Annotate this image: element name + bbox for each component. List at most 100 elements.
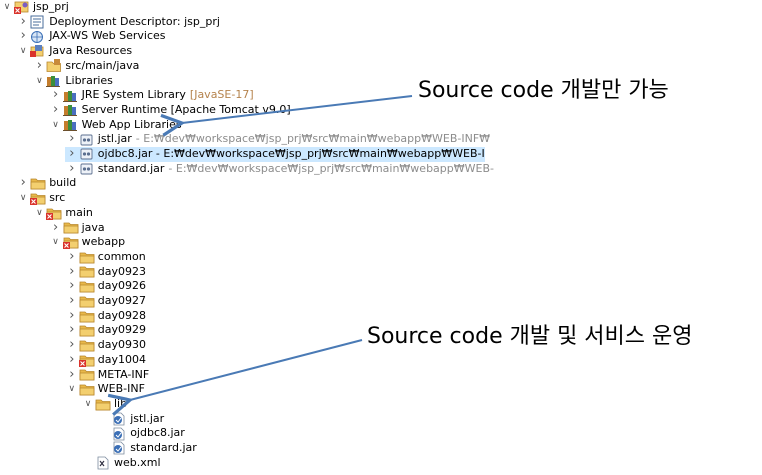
tree-item[interactable]: ›ojdbc8.jar - E:₩dev₩workspace₩jsp_prj₩s… — [64, 146, 485, 162]
expanded-chevron-icon[interactable]: ∨ — [19, 193, 27, 204]
jar-file-icon — [111, 412, 127, 426]
tree-item[interactable]: ojdbc8.jar — [97, 426, 185, 441]
expanded-chevron-icon[interactable]: ∨ — [3, 2, 11, 12]
tree-item[interactable]: › day0930 — [65, 337, 147, 353]
collapsed-chevron-icon[interactable]: › — [20, 28, 26, 44]
tree-item[interactable]: › JRE System Library[JavaSE-17] — [49, 87, 254, 103]
collapsed-chevron-icon[interactable]: › — [69, 293, 75, 308]
folder-icon — [79, 280, 95, 294]
folder-icon — [79, 309, 95, 323]
tree-item-label: Libraries — [65, 73, 113, 87]
tree-item-label: jstl.jar — [130, 411, 165, 425]
collapsed-chevron-icon[interactable]: › — [69, 278, 75, 294]
expanded-chevron-icon[interactable]: ∨ — [19, 46, 27, 57]
tree-item[interactable]: › Server Runtime [Apache Tomcat v9.0] — [49, 101, 291, 118]
web-services-icon — [30, 30, 46, 44]
tree-item[interactable]: web.xml — [81, 456, 161, 471]
tree-item[interactable]: ∨ Libraries — [32, 74, 113, 89]
collapsed-chevron-icon[interactable]: › — [52, 101, 59, 117]
collapsed-chevron-icon[interactable]: › — [69, 322, 75, 338]
tree-item-decoration: [JavaSE-17] — [189, 88, 254, 102]
twisty-spacer — [97, 427, 111, 441]
tree-item[interactable]: ∨ main — [32, 205, 93, 221]
tree-item[interactable]: jstl.jar — [97, 412, 164, 427]
tree-item[interactable]: › day0926 — [65, 278, 146, 294]
tree-item[interactable]: ∨ jsp_prj — [0, 0, 69, 15]
jar-icon — [79, 133, 95, 147]
tree-item-label: jstl.jar — [97, 132, 132, 146]
tree-item-label: JAX-WS Web Services — [49, 29, 166, 43]
tree-item[interactable]: ∨Java Resources — [16, 44, 132, 59]
collapsed-chevron-icon[interactable]: › — [52, 87, 59, 103]
tree-item[interactable]: › jstl.jar- E:₩dev₩workspace₩jsp_prj₩src₩… — [65, 131, 491, 147]
tree-item[interactable]: › day0923 — [65, 263, 147, 280]
expanded-chevron-icon[interactable]: ∨ — [36, 75, 43, 86]
collapsed-chevron-icon[interactable]: › — [36, 57, 42, 73]
folder-icon — [95, 397, 111, 411]
tree-item[interactable]: ∨ WEB-INF — [65, 382, 145, 397]
project-icon — [14, 0, 30, 15]
tree-item-decoration: - E:₩dev₩workspace₩jsp_prj₩src₩main₩weba… — [168, 161, 494, 175]
tree-item[interactable]: ∨ src — [16, 191, 65, 206]
tree-item[interactable]: ∨Web App Libraries — [49, 118, 182, 133]
annotation-bottom: Source code 개발 및 서비스 운영 — [367, 324, 693, 349]
tree-item[interactable]: › day1004 — [65, 351, 147, 368]
collapsed-chevron-icon[interactable]: › — [69, 248, 75, 264]
expanded-chevron-icon[interactable]: ∨ — [52, 237, 59, 248]
folder-icon — [79, 265, 95, 279]
tree-item[interactable]: › META-INF — [65, 366, 149, 383]
tree-item[interactable]: › JAX-WS Web Services — [16, 28, 166, 44]
collapsed-chevron-icon[interactable]: › — [20, 13, 26, 29]
tree-item-label: JRE System Library — [81, 88, 186, 102]
collapsed-chevron-icon[interactable]: › — [69, 263, 75, 279]
deployment-descriptor-icon — [30, 15, 46, 29]
tree-item-label: standard.jar — [130, 441, 197, 454]
expanded-chevron-icon[interactable]: ∨ — [52, 119, 59, 130]
java-resources-icon — [30, 44, 46, 58]
folder-icon — [79, 294, 95, 308]
tree-item-label: WEB-INF — [97, 382, 145, 396]
error-folder-icon — [78, 353, 95, 367]
collapsed-chevron-icon[interactable]: › — [52, 219, 59, 235]
tree-item-label: day1004 — [97, 352, 147, 366]
tree-item-label: jsp_prj — [33, 0, 69, 13]
tree-item[interactable]: › day0928 — [65, 307, 146, 324]
tree-item[interactable]: standard.jar — [97, 441, 197, 456]
collapsed-chevron-icon[interactable]: › — [69, 366, 75, 382]
expanded-chevron-icon[interactable]: ∨ — [36, 207, 43, 218]
jar-file-icon — [111, 427, 127, 441]
collapsed-chevron-icon[interactable]: › — [69, 351, 75, 367]
tree-item-label: src/main/java — [65, 58, 140, 72]
tree-item[interactable]: ∨ webapp — [49, 235, 125, 250]
expanded-chevron-icon[interactable]: ∨ — [84, 398, 92, 409]
tree-item[interactable]: › build — [16, 175, 77, 191]
tree-item[interactable]: ›standard.jar- E:₩dev₩workspace₩jsp_prj₩… — [65, 160, 494, 177]
tree-item-label: day0930 — [97, 338, 147, 352]
tree-item[interactable]: › day0929 — [65, 323, 146, 338]
tree-item-label: day0927 — [97, 294, 147, 307]
tree-item-decoration: - E:₩dev₩workspace₩jsp_prj₩src₩main₩weba… — [135, 132, 491, 146]
tree-item-label: main — [65, 205, 93, 219]
library-icon — [62, 103, 79, 117]
tree-item-label: day0923 — [97, 264, 147, 278]
folder-icon — [79, 338, 95, 352]
tree-item[interactable]: › common — [65, 248, 146, 265]
tree-item-label: webapp — [81, 235, 126, 249]
tree-item[interactable]: › java — [49, 219, 105, 236]
collapsed-chevron-icon[interactable]: › — [20, 175, 26, 191]
collapsed-chevron-icon[interactable]: › — [69, 337, 75, 353]
tree-item[interactable]: › src/main/java — [32, 57, 140, 74]
expanded-chevron-icon[interactable]: ∨ — [68, 384, 76, 395]
tree-item-label: ojdbc8.jar — [130, 426, 185, 440]
collapsed-chevron-icon[interactable]: › — [69, 307, 75, 323]
tree-item-label: Server Runtime [Apache Tomcat v9.0] — [81, 102, 291, 116]
collapsed-chevron-icon[interactable]: › — [69, 146, 75, 161]
library-icon — [62, 89, 79, 103]
collapsed-chevron-icon[interactable]: › — [69, 131, 75, 147]
tree-item[interactable]: › day0927 — [65, 293, 147, 309]
folder-icon — [63, 221, 79, 235]
tree-item[interactable]: ∨ lib — [81, 397, 127, 412]
collapsed-chevron-icon[interactable]: › — [69, 160, 75, 176]
folder-icon — [79, 324, 95, 338]
tree-item[interactable]: ›Deployment Descriptor: jsp_prj — [16, 13, 220, 30]
